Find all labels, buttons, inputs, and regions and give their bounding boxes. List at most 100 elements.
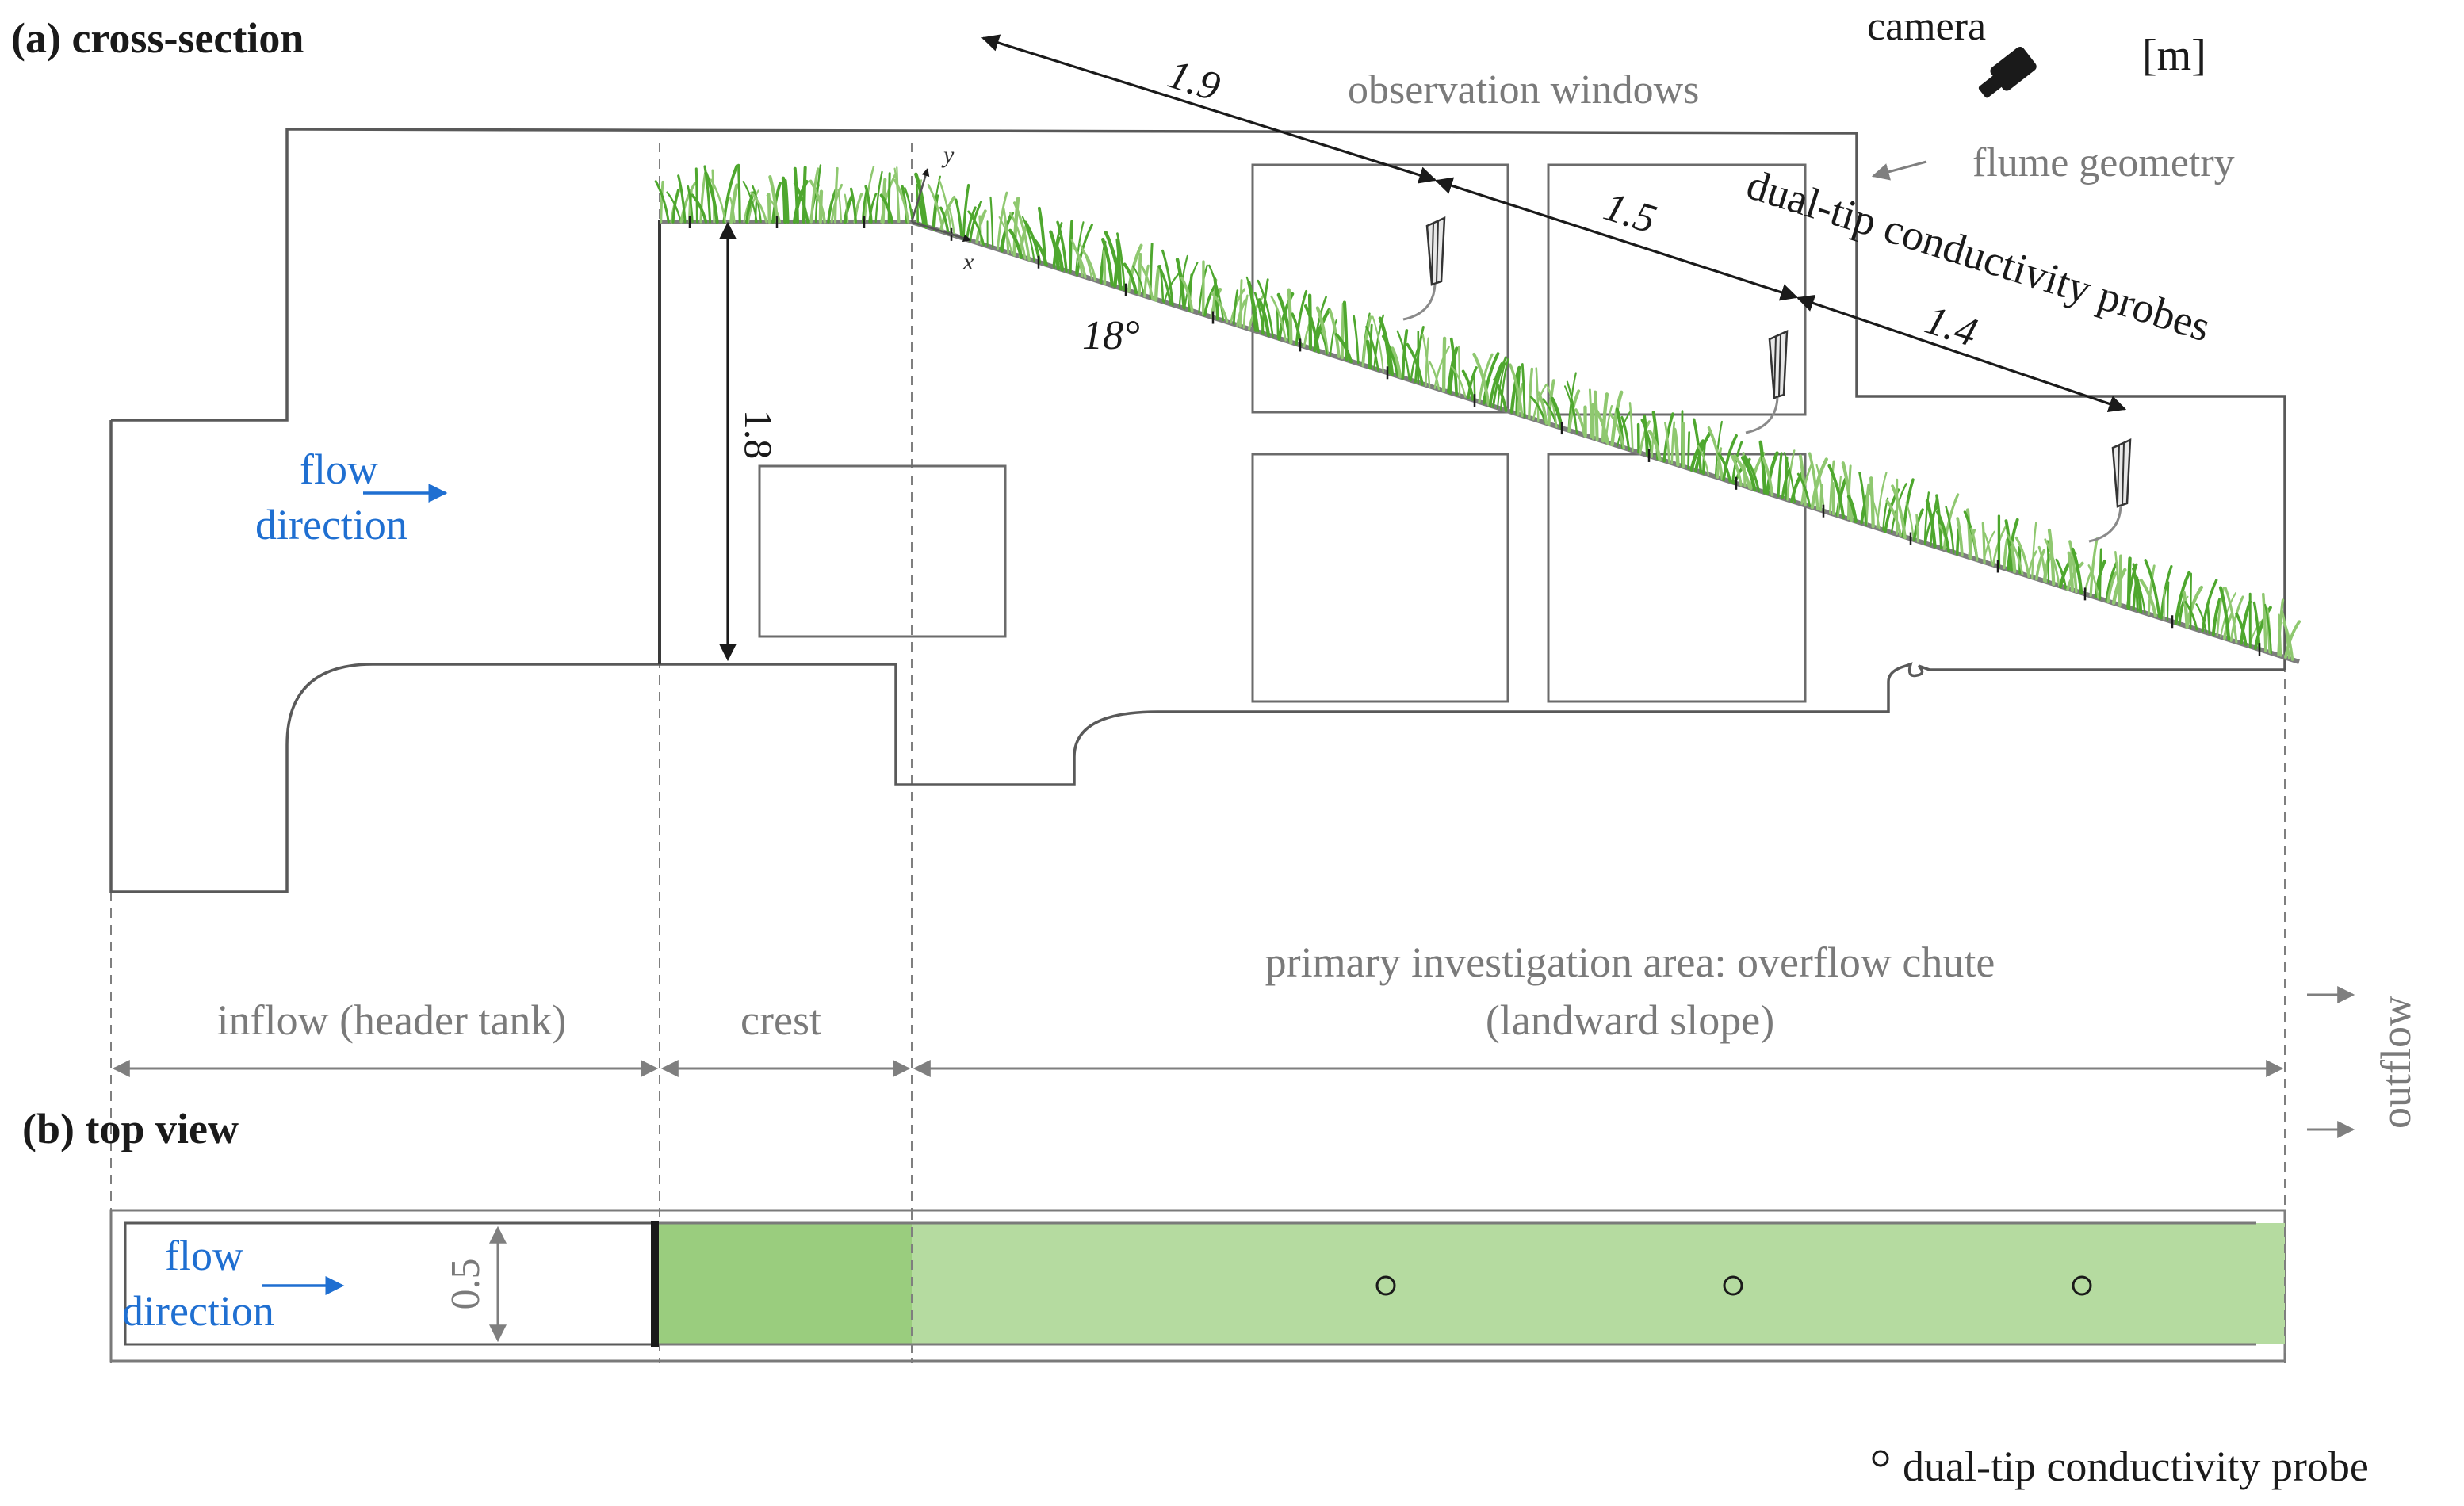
grass-blade [1033, 239, 1048, 267]
grass-blade [2229, 595, 2244, 642]
grass-blade [827, 189, 837, 224]
outflow-label: outflow [2372, 996, 2420, 1129]
grass-blade [1081, 249, 1097, 281]
grass-blade [837, 189, 843, 224]
grass-blade [1707, 426, 1724, 480]
grass-blade [893, 167, 901, 224]
grass-blade [874, 170, 883, 224]
grass-blade [1639, 420, 1651, 455]
grass-blade [1547, 379, 1555, 426]
grass-blade [1970, 527, 1979, 562]
probe-position-marker [1723, 1275, 1743, 1296]
grass-blade [2071, 547, 2083, 595]
grass-blade [1312, 308, 1331, 353]
slope-angle-label: 18° [1082, 313, 1140, 358]
grass-blade [955, 198, 963, 239]
grass-blade [1478, 353, 1494, 403]
grass-blade [1008, 228, 1023, 259]
grass-blade [843, 194, 855, 224]
grass-blade [1689, 439, 1705, 472]
grass-blade [1827, 464, 1846, 519]
grass-blade [1529, 396, 1547, 423]
grass-cover [654, 163, 2301, 661]
grass-blade [1104, 231, 1123, 291]
dimension-1-4: 1.4 [1919, 297, 1982, 356]
grass-blade [914, 172, 928, 229]
grass-blade [783, 178, 790, 224]
grass-blade [1761, 456, 1774, 497]
grass-blade [766, 194, 782, 224]
grass-blade [1915, 513, 1919, 543]
grass-blade [948, 206, 955, 237]
legend-probe-symbol [1872, 1450, 1889, 1467]
grass-blade [1537, 391, 1548, 425]
grass-blade [1154, 266, 1161, 302]
grass-blade [1242, 294, 1249, 329]
grass-blade [1361, 315, 1372, 367]
grass-blade [1758, 440, 1767, 495]
grass-blade [849, 187, 857, 224]
grass-blade [932, 194, 939, 231]
grass-blade [2031, 522, 2037, 579]
grass-blade [1796, 472, 1812, 508]
grass-blade [2037, 545, 2048, 583]
grass-blade [1858, 472, 1868, 526]
grass-blade [2139, 578, 2157, 617]
grass-blade [2035, 549, 2046, 581]
grass-blade [978, 215, 983, 245]
grass-blade [1945, 506, 1955, 554]
grass-blade [2055, 558, 2067, 590]
grass-blade [1068, 220, 1074, 274]
grass-blade [1049, 230, 1061, 271]
grass-blade [1101, 237, 1114, 287]
grass-blade [1396, 330, 1410, 380]
grass-blade [997, 191, 1008, 250]
grass-blade [1406, 342, 1424, 386]
grass-blade [1075, 221, 1085, 275]
grass-blade [1905, 502, 1915, 541]
grass-blade [1891, 484, 1907, 540]
grass-blade [1056, 220, 1068, 273]
grass-blade [1981, 522, 1986, 564]
grass-blade [2010, 545, 2017, 574]
grass-blade [1457, 345, 1461, 397]
grass-blade [1717, 452, 1731, 483]
grass-blade [1925, 499, 1937, 549]
grass-blade [2044, 538, 2060, 587]
grass-blade [1521, 363, 1526, 419]
grass-blade [2118, 554, 2122, 607]
grass-blade [2132, 568, 2146, 614]
cross-section-panel: x y 1.8 1.9 1.5 1.4 18° [11, 4, 2301, 1363]
grass-blade [939, 206, 950, 235]
grass-blade [1138, 253, 1142, 296]
grass-blade [1161, 249, 1174, 307]
grass-blade [2284, 620, 2301, 659]
grass-blade [1923, 491, 1930, 544]
flume-geometry-label: flume geometry [1972, 140, 2235, 185]
grass-blade [1116, 232, 1126, 292]
grass-blade [887, 172, 891, 224]
grass-blade [893, 178, 910, 224]
grass-blade [2277, 613, 2282, 657]
camera-icon [1978, 46, 2037, 98]
crest-height-dimension: 1.8 [719, 221, 781, 662]
grass-blade [1076, 224, 1093, 277]
grass-blade [1500, 358, 1509, 411]
grass-blade [1509, 363, 1524, 418]
grass-blade [809, 179, 827, 224]
grass-blade [2182, 591, 2189, 629]
grass-blade [1664, 422, 1670, 464]
grass-blade [1188, 273, 1193, 312]
grass-blade [1073, 247, 1087, 279]
grass-blade [1009, 212, 1027, 260]
grass-blade [879, 193, 894, 224]
grass-blade [1353, 315, 1360, 365]
grass-blade [1451, 365, 1467, 398]
camera-label: camera [1867, 4, 1986, 49]
grass-blade [1021, 216, 1035, 262]
grass-blade [1868, 491, 1881, 530]
grass-blade [2201, 579, 2218, 633]
legend: dual-tip conductivity probe [1872, 1443, 2369, 1490]
grass-blade [1002, 208, 1010, 254]
grass-blade [1270, 295, 1287, 342]
